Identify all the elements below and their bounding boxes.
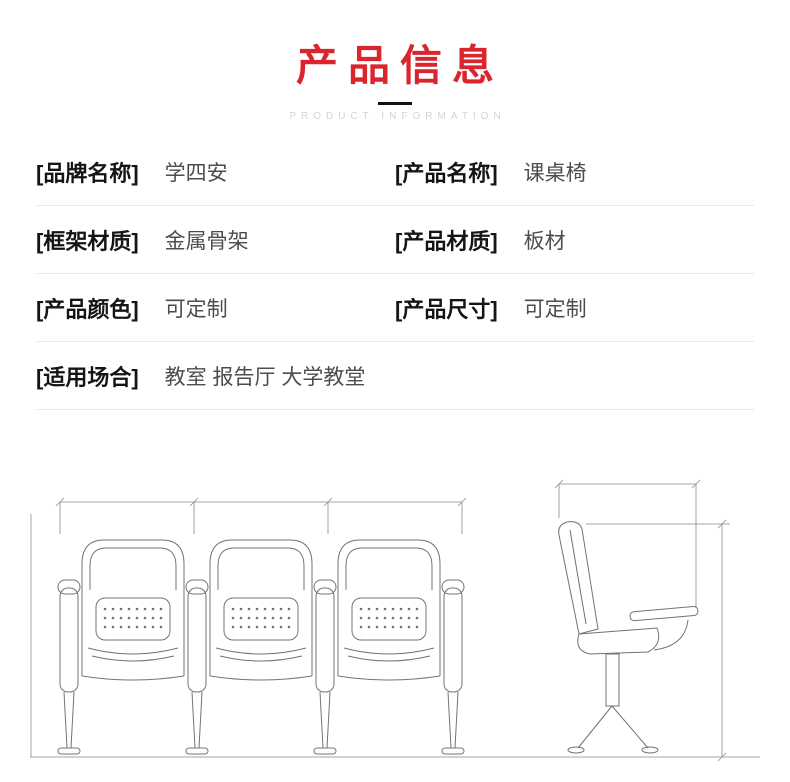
seat-front-1 <box>81 539 185 681</box>
title-underline <box>378 102 412 105</box>
spec-label: [品牌名称] <box>36 160 139 186</box>
spec-label: [产品颜色] <box>36 296 139 322</box>
spec-value: 学四安 <box>164 161 228 185</box>
drawing-frame <box>30 514 760 758</box>
spec-cell: [适用场合] 教室 报告厅 大学教堂 <box>36 360 754 392</box>
seat-legs <box>57 691 465 755</box>
page-subtitle: PRODUCT INFORMATION <box>289 111 506 122</box>
spec-label: [产品材质] <box>395 228 498 254</box>
spec-cell: [品牌名称] 学四安 <box>36 156 395 188</box>
spec-value: 金属骨架 <box>164 229 249 253</box>
spec-cell: [产品材质] 板材 <box>395 224 754 256</box>
seat-front-2 <box>209 539 313 681</box>
dimension-line-top <box>55 497 467 534</box>
spec-cell: [产品尺寸] 可定制 <box>395 292 754 324</box>
spec-value: 教室 报告厅 大学教堂 <box>164 365 366 389</box>
spec-value: 可定制 <box>523 297 587 321</box>
spec-label: [产品尺寸] <box>395 296 498 322</box>
spec-row-usage: [适用场合] 教室 报告厅 大学教堂 <box>36 342 754 410</box>
dimension-line-side-top <box>554 479 701 608</box>
spec-table: [品牌名称] 学四安 [产品名称] 课桌椅 [框架材质] 金属骨架 [产品材质]… <box>36 138 754 410</box>
spec-cell: [产品名称] 课桌椅 <box>395 156 754 188</box>
spec-cell: [框架材质] 金属骨架 <box>36 224 395 256</box>
spec-value: 板材 <box>523 229 566 253</box>
spec-label: [产品名称] <box>395 160 498 186</box>
spec-row-brand-product: [品牌名称] 学四安 [产品名称] 课桌椅 <box>36 138 754 206</box>
seat-technical-drawing <box>30 462 760 762</box>
spec-cell: [产品颜色] 可定制 <box>36 292 395 324</box>
side-view-seat <box>558 521 699 754</box>
page-header: 产品信息 PRODUCT INFORMATION <box>0 0 790 122</box>
spec-label: [适用场合] <box>36 364 139 390</box>
seat-front-3 <box>337 539 441 681</box>
front-view-seats <box>57 539 465 755</box>
armrest-columns <box>57 579 465 693</box>
dimension-line-right <box>586 519 730 762</box>
seat-drawing-svg <box>30 479 760 762</box>
tablet-arm <box>629 605 699 622</box>
spec-label: [框架材质] <box>36 228 139 254</box>
page-title: 产品信息 <box>295 42 504 89</box>
spec-value: 课桌椅 <box>523 161 587 185</box>
spec-value: 可定制 <box>164 297 228 321</box>
spec-row-color-size: [产品颜色] 可定制 [产品尺寸] 可定制 <box>36 274 754 342</box>
spec-row-materials: [框架材质] 金属骨架 [产品材质] 板材 <box>36 206 754 274</box>
